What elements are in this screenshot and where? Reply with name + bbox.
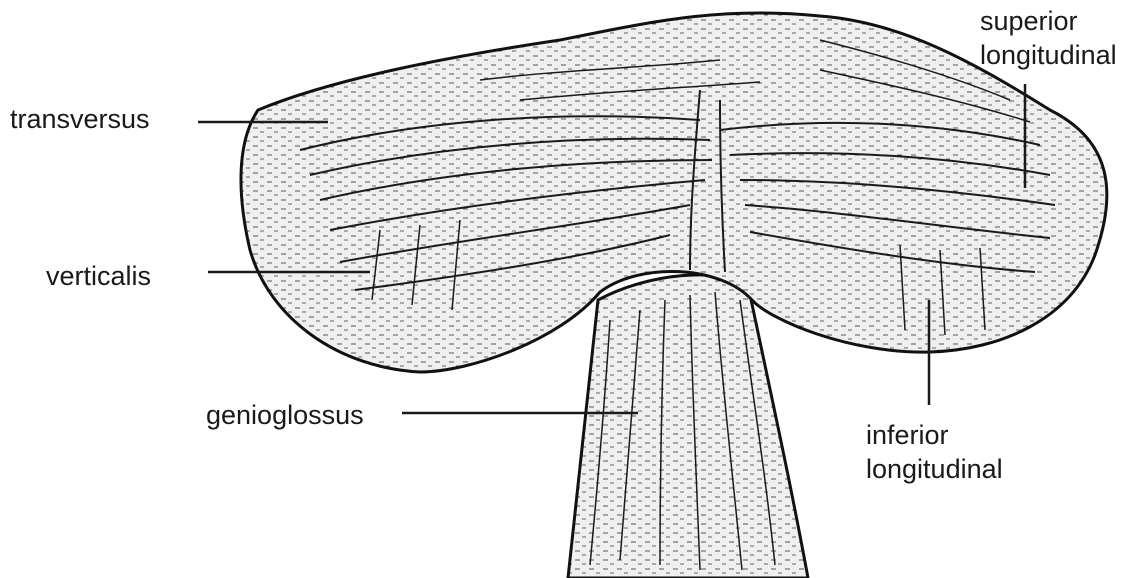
label-genioglossus: genioglossus bbox=[206, 398, 364, 432]
label-superior-longitudinal: superior longitudinal bbox=[980, 4, 1117, 72]
label-transversus: transversus bbox=[10, 102, 150, 136]
label-superior-line1: superior bbox=[980, 4, 1117, 38]
label-inferior-line1: inferior bbox=[866, 418, 1003, 452]
label-inferior-longitudinal: inferior longitudinal bbox=[866, 418, 1003, 486]
label-superior-line2: longitudinal bbox=[980, 38, 1117, 72]
label-inferior-line2: longitudinal bbox=[866, 452, 1003, 486]
label-verticalis: verticalis bbox=[46, 259, 151, 293]
